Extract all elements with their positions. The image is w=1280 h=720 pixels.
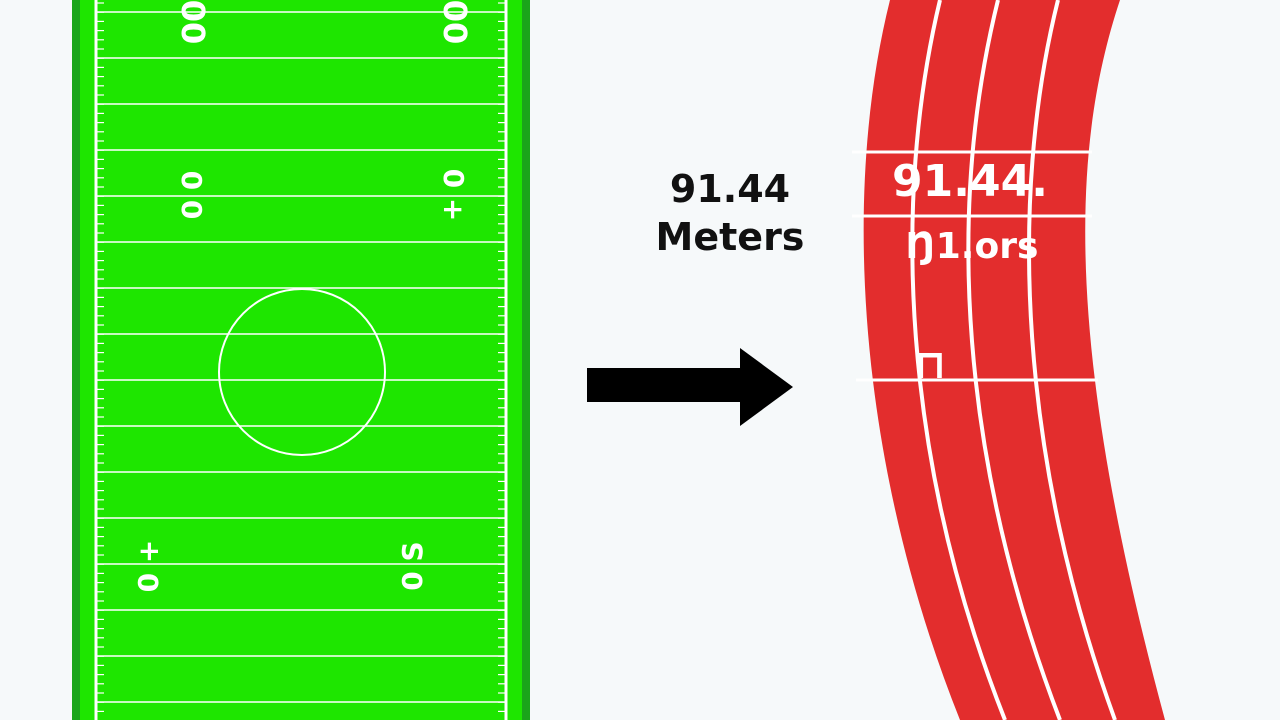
center-circle <box>218 288 386 456</box>
yard-lines <box>96 11 506 703</box>
football-field: 00 00 0 0 0 + 0 + 0 S <box>72 0 530 720</box>
track-unit-label: Ŋ1.ors <box>906 226 1039 267</box>
track-marker: ⊓ <box>914 342 946 388</box>
lane-line <box>1027 0 1117 720</box>
running-track: 91.44. Ŋ1.ors ⊓ <box>852 0 1165 720</box>
yard-number-top-right: 00 <box>436 0 474 44</box>
right-arrow-icon <box>587 348 793 426</box>
hash-marks <box>96 2 506 713</box>
lane-lines <box>910 0 1117 720</box>
field-turf <box>80 0 522 720</box>
measurement-unit: Meters <box>655 215 805 259</box>
yard-number-lower-right: 0 S <box>396 541 429 590</box>
lane-line <box>966 0 1062 720</box>
yard-number-upper-right: 0 + <box>437 169 470 222</box>
yard-number-lower-left: 0 + <box>132 540 165 593</box>
measurement-value: 91.44 <box>669 167 791 211</box>
track-surface <box>863 0 1165 720</box>
measurement-caption: 91.44 Meters <box>640 165 820 261</box>
track-value-label: 91.44. <box>892 156 1048 207</box>
yard-number-upper-left: 0 0 <box>175 171 208 220</box>
lane-line <box>910 0 1007 720</box>
yard-number-top-left: 00 <box>174 0 212 44</box>
